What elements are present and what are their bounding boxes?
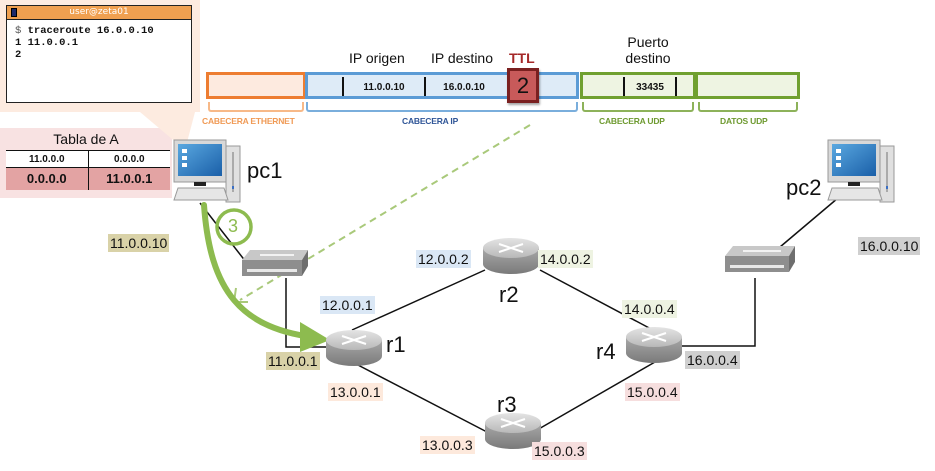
step-curved-arrow [201, 202, 323, 341]
link-r4-switch2 [680, 278, 756, 347]
terminal-command: traceroute 16.0.0.10 [27, 25, 154, 37]
link-switch2-pc2 [779, 197, 839, 248]
ip-label-pc1: 11.0.0.10 [108, 234, 170, 252]
step-arrowhead [300, 322, 330, 352]
udp-data-caption: DATOS UDP [720, 116, 768, 126]
ip-label-r3-r1: 13.0.0.3 [420, 436, 475, 454]
table-cell: 11.0.0.1 [88, 167, 170, 190]
ip-label-r1-r2: 12.0.0.1 [320, 296, 375, 314]
ip-header-caption: CABECERA IP [402, 116, 459, 126]
terminal-titlebar: user@zeta01 [7, 6, 191, 20]
link-r3-r4 [536, 361, 656, 431]
ip-label-r4-r2: 14.0.0.4 [622, 300, 677, 318]
link-pc1-switch1 [199, 202, 247, 263]
terminal-output: $ traceroute 16.0.0.10 1 11.0.0.1 2 [7, 20, 191, 66]
table-cell: 11.0.0.0 [6, 150, 89, 168]
ip-label-r3-r4: 15.0.0.3 [532, 442, 587, 460]
field-divider [675, 77, 677, 96]
step-number: 3 [228, 216, 239, 236]
table-cell: 0.0.0.0 [6, 167, 89, 190]
data-brace [698, 102, 798, 112]
udp-brace [582, 102, 694, 112]
ip-dest-label: IP destino [431, 50, 494, 66]
r2-label: r2 [499, 282, 519, 307]
terminal-prompt: $ [15, 25, 22, 37]
ip-origin-field: 11.0.0.10 [363, 82, 405, 93]
field-divider [342, 77, 344, 96]
step-circle [215, 208, 253, 246]
routing-table-title: Tabla de A [53, 131, 119, 147]
ip-label-r2-r1: 12.0.0.2 [416, 250, 471, 268]
ip-origin-label: IP origen [349, 50, 405, 66]
router-r1-icon [326, 330, 382, 366]
terminal-line: 2 [15, 49, 22, 61]
link-r1-r3 [355, 363, 488, 433]
terminal-line: 1 11.0.0.1 [15, 37, 79, 49]
ttl-field: 2 [507, 68, 539, 103]
table-cell: 0.0.0.0 [88, 150, 170, 168]
switch1-icon [242, 250, 308, 276]
ip-brace [306, 102, 578, 112]
ethernet-header-caption: CABECERA ETHERNET [202, 116, 295, 126]
r3-label: r3 [497, 392, 517, 417]
link-r1-r2 [351, 269, 486, 331]
r1-label: r1 [386, 332, 406, 357]
field-divider [424, 77, 426, 96]
terminal-menu-icon [11, 8, 17, 17]
r4-label: r4 [596, 339, 616, 364]
table-row: 0.0.0.0 11.0.0.1 [6, 167, 170, 190]
ethernet-brace [208, 102, 304, 112]
table-row: 11.0.0.0 0.0.0.0 [6, 150, 170, 168]
link-switch1-r1 [285, 278, 330, 348]
field-divider [623, 77, 625, 96]
ip-label-r4-r3: 15.0.0.4 [625, 383, 680, 401]
ip-label-r1-r3: 13.0.0.1 [328, 383, 383, 401]
udp-data-segment [695, 72, 800, 99]
ttl-label: TTL [509, 50, 535, 66]
router-r2-icon [483, 238, 539, 274]
ip-label-r1-lan: 11.0.0.1 [266, 352, 320, 370]
ip-dest-field: 16.0.0.10 [443, 82, 485, 93]
ip-label-r4-lan: 16.0.0.4 [685, 351, 740, 369]
router-r4-icon [626, 327, 682, 363]
pc2-computer-icon [827, 139, 895, 203]
ip-label-r2-r4: 14.0.0.2 [538, 250, 593, 268]
router-r3-icon [485, 413, 541, 449]
udp-header-segment: 33435 [580, 72, 696, 99]
udp-header-caption: CABECERA UDP [599, 116, 665, 126]
pc1-computer-icon [173, 139, 241, 203]
routing-table: 11.0.0.0 0.0.0.0 0.0.0.0 11.0.0.1 [6, 150, 170, 190]
ethernet-header-segment [206, 72, 306, 99]
pc1-label: pc1 [247, 158, 283, 183]
switch2-icon [725, 246, 795, 272]
pc2-label: pc2 [786, 175, 822, 200]
ip-label-pc2: 16.0.0.10 [858, 237, 921, 255]
terminal-window: user@zeta01 $ traceroute 16.0.0.10 1 11.… [6, 5, 192, 103]
dest-port-label: Puerto destino [625, 34, 671, 66]
terminal-title: user@zeta01 [69, 7, 129, 17]
link-r2-r4 [539, 269, 654, 331]
dest-port-field: 33435 [636, 82, 664, 93]
